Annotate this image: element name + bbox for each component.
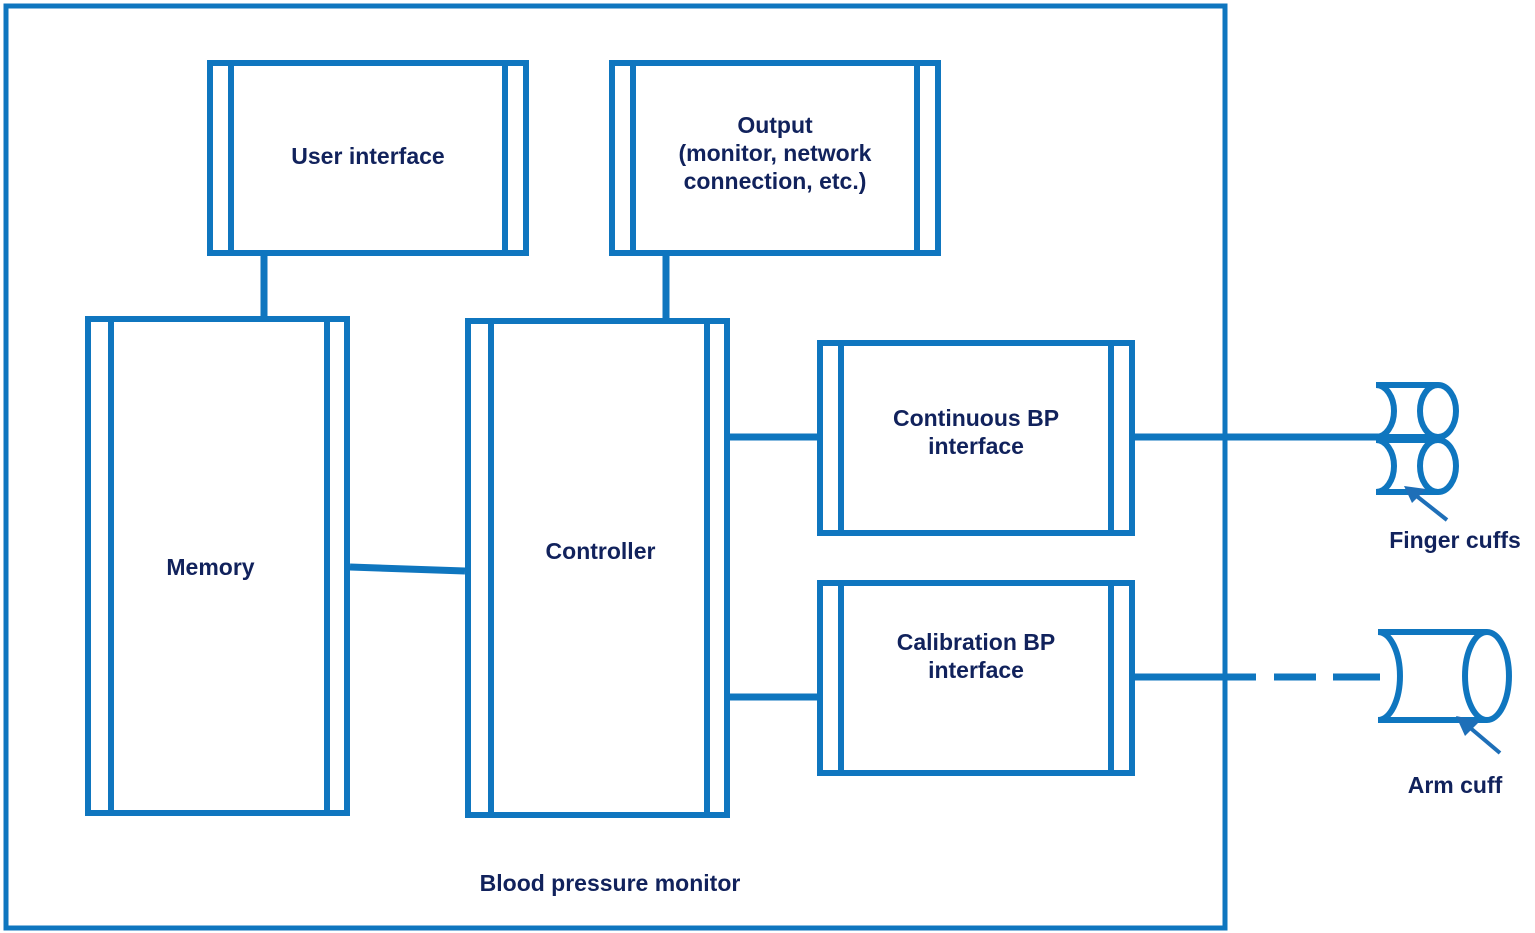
block-calibration-bp-interface[interactable] — [817, 580, 1135, 776]
arm-cuff-shape[interactable] — [1377, 629, 1512, 723]
enclosure-border — [3, 3, 1228, 931]
peripheral-label-arm-cuff: Arm cuff — [1407, 772, 1503, 798]
block-output[interactable] — [609, 60, 941, 256]
enclosure-label: Blood pressure monitor — [479, 870, 741, 896]
block-continuous-bp-interface[interactable] — [817, 340, 1135, 536]
block-memory[interactable] — [85, 316, 350, 816]
finger-cuffs-callout-arrow — [1404, 486, 1449, 522]
finger-cuffs-shape[interactable] — [1375, 382, 1459, 495]
block-user-interface[interactable] — [207, 60, 529, 256]
peripheral-label-finger-cuffs: Finger cuffs — [1389, 527, 1521, 553]
arm-cuff-callout-arrow — [1456, 716, 1502, 755]
connector-memory-to-controller — [349, 563, 466, 575]
block-controller[interactable] — [465, 318, 730, 818]
